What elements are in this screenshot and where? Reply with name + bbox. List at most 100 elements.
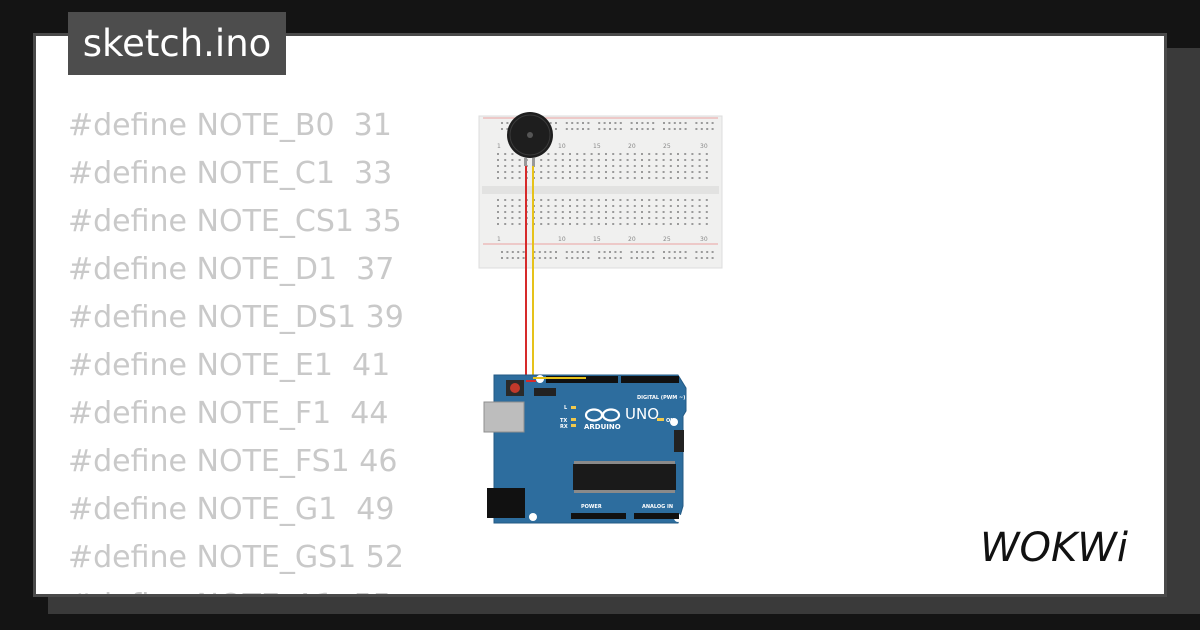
- breadboard-hole: [612, 217, 615, 219]
- breadboard-hole: [612, 223, 615, 225]
- breadboard-hole: [504, 199, 507, 201]
- breadboard-hole: [700, 257, 703, 259]
- breadboard-hole: [571, 257, 574, 259]
- breadboard-hole: [504, 159, 507, 161]
- breadboard-hole: [711, 122, 714, 124]
- breadboard-hole: [652, 122, 655, 124]
- microcontroller-chip: [573, 464, 676, 490]
- breadboard-hole: [684, 211, 687, 213]
- breadboard-hole: [598, 257, 601, 259]
- breadboard-hole: [590, 153, 593, 155]
- breadboard-hole: [547, 217, 550, 219]
- usb-port: [483, 401, 525, 433]
- breadboard-hole: [619, 251, 622, 253]
- breadboard-hole: [698, 199, 701, 201]
- breadboard-hole: [705, 159, 708, 161]
- breadboard-hole: [641, 257, 644, 259]
- breadboard-hole: [636, 128, 638, 130]
- breadboard-hole: [612, 199, 615, 201]
- breadboard-hole: [695, 251, 698, 253]
- breadboard-hole: [652, 251, 655, 253]
- file-tab-title: sketch.ino: [82, 22, 272, 65]
- breadboard-hole: [603, 128, 606, 130]
- breadboard-hole: [684, 171, 687, 173]
- breadboard-hole: [619, 165, 622, 167]
- breadboard-hole: [576, 205, 579, 207]
- breadboard-hole: [597, 153, 600, 155]
- breadboard-hole: [633, 165, 636, 167]
- breadboard-hole: [504, 165, 507, 167]
- arduino-uno[interactable]: DIGITAL (PWM ~) UNO ARDUINO POWER ANALOG…: [483, 374, 687, 524]
- breadboard-hole: [569, 177, 571, 179]
- breadboard-hole: [583, 159, 586, 161]
- code-line: #define NOTE_D1 37: [68, 252, 395, 287]
- breadboard-hole: [511, 205, 514, 207]
- breadboard-hole: [691, 199, 694, 201]
- breadboard-hole: [626, 223, 629, 225]
- breadboard-hole: [518, 171, 521, 173]
- breadboard-hole: [684, 223, 687, 225]
- breadboard-hole: [561, 159, 564, 161]
- breadboard-hole: [518, 177, 521, 179]
- breadboard-hole: [684, 205, 687, 207]
- breadboard-hole: [669, 205, 672, 207]
- breadboard-hole: [641, 177, 643, 179]
- breadboard-hole: [609, 257, 611, 259]
- analog-label: ANALOG IN: [642, 504, 673, 510]
- breadboard-hole: [597, 223, 600, 225]
- breadboard-hole: [538, 257, 541, 259]
- led-rx-label: RX: [560, 424, 568, 430]
- breadboard-hole: [511, 159, 514, 161]
- breadboard-hole: [605, 171, 607, 173]
- bb-col-15: 15: [593, 143, 601, 150]
- breadboard-hole: [662, 205, 665, 207]
- power-jack: [487, 488, 525, 518]
- breadboard-hole: [684, 177, 687, 179]
- breadboard-hole: [641, 251, 644, 253]
- breadboard-hole: [554, 177, 557, 179]
- breadboard-hole: [706, 257, 709, 259]
- breadboard-hole: [497, 199, 499, 201]
- breadboard-hole: [565, 128, 568, 130]
- breadboard-hole: [626, 153, 629, 155]
- breadboard-hole: [597, 165, 600, 167]
- breadboard-hole: [547, 153, 550, 155]
- breadboard-hole: [517, 257, 520, 259]
- breadboard-hole: [561, 171, 564, 173]
- breadboard-hole: [561, 153, 564, 155]
- breadboard-hole: [555, 128, 557, 130]
- breadboard-hole: [518, 211, 521, 213]
- breadboard-hole: [497, 159, 499, 161]
- breadboard-hole: [612, 211, 615, 213]
- breadboard-hole: [569, 159, 571, 161]
- breadboard-hole: [504, 217, 507, 219]
- file-tab[interactable]: sketch.ino: [68, 12, 286, 75]
- uno-label: UNO: [625, 405, 659, 423]
- breadboard-hole: [633, 159, 636, 161]
- breadboard-hole: [554, 159, 557, 161]
- breadboard-hole: [561, 199, 564, 201]
- breadboard-hole: [561, 211, 564, 213]
- buzzer[interactable]: [507, 112, 553, 166]
- bb-col-20: 20: [628, 143, 636, 150]
- breadboard-hole: [669, 217, 672, 219]
- breadboard-hole: [590, 217, 593, 219]
- breadboard-hole: [497, 171, 499, 173]
- breadboard-hole: [561, 165, 564, 167]
- breadboard-hole: [544, 257, 547, 259]
- breadboard-hole: [561, 177, 564, 179]
- breadboard-hole: [711, 128, 714, 130]
- breadboard-hole: [582, 251, 584, 253]
- breadboard-hole: [619, 159, 622, 161]
- breadboard-hole: [677, 223, 679, 225]
- breadboard-hole: [641, 165, 643, 167]
- breadboard-hole: [590, 171, 593, 173]
- breadboard-hole: [641, 205, 643, 207]
- breadboard-hole: [700, 122, 703, 124]
- breadboard-hole: [669, 153, 672, 155]
- breadboard-hole: [641, 223, 643, 225]
- breadboard-hole: [684, 128, 687, 130]
- breadboard-hole: [522, 251, 525, 253]
- breadboard-hole: [501, 251, 503, 253]
- breadboard-hole: [547, 223, 550, 225]
